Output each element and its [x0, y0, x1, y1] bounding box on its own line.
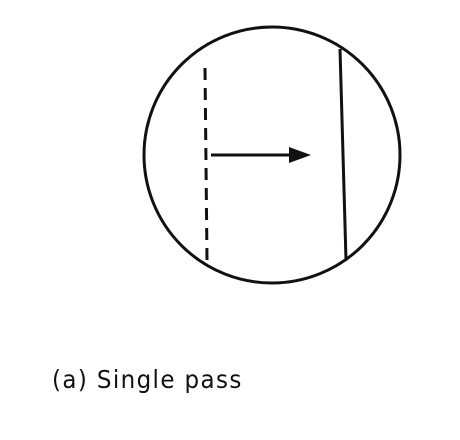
solid-final-line: [338, 48, 348, 261]
circle-boundary: [142, 25, 402, 285]
pass-direction-arrow-head: [289, 147, 311, 163]
dashed-initial-line: [203, 67, 209, 261]
figure-caption: (a) Single pass: [52, 365, 243, 394]
